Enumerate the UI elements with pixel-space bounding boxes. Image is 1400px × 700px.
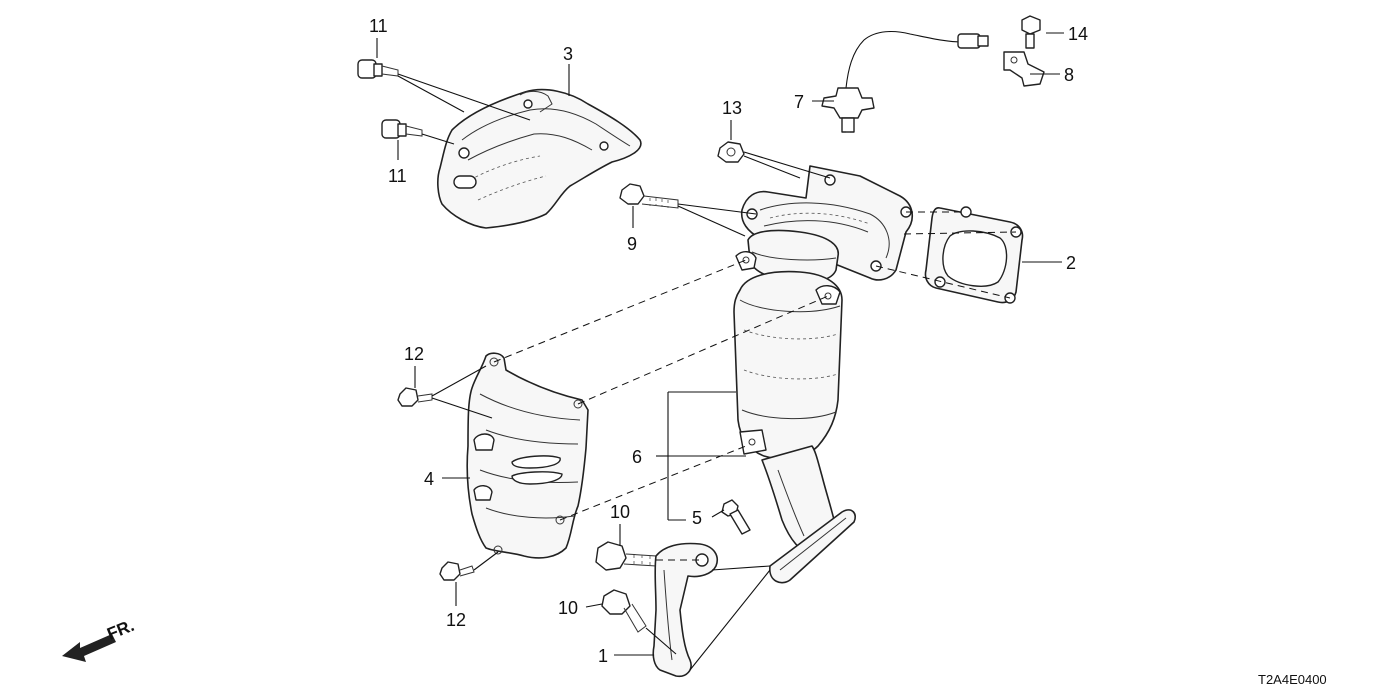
catalytic-converter-6[interactable] bbox=[733, 165, 913, 584]
bolt-14[interactable] bbox=[1021, 15, 1041, 49]
callout-13: 13 bbox=[722, 98, 742, 118]
callout-5: 5 bbox=[692, 508, 702, 528]
bolt-11-lower[interactable] bbox=[381, 119, 423, 139]
exhaust-gasket-2[interactable] bbox=[924, 206, 1024, 304]
upper-heat-shield[interactable] bbox=[437, 88, 642, 229]
callout-10-lower: 10 bbox=[558, 598, 578, 618]
bolt-12-lower[interactable] bbox=[439, 561, 475, 581]
callout-12-upper: 12 bbox=[404, 344, 424, 364]
oxygen-sensor-7[interactable] bbox=[821, 30, 989, 133]
bolt-12-upper[interactable] bbox=[397, 387, 433, 407]
diagram-code: T2A4E0400 bbox=[1258, 672, 1327, 687]
bolt-5[interactable] bbox=[721, 499, 751, 535]
callout-11-lower: 11 bbox=[388, 166, 407, 186]
nut-13[interactable] bbox=[717, 141, 745, 163]
callout-7: 7 bbox=[794, 92, 804, 112]
callout-labels: 11 11 3 13 7 14 8 9 2 12 4 6 5 10 10 12 … bbox=[369, 16, 1088, 666]
sensor-bracket-8[interactable] bbox=[1003, 51, 1045, 87]
converter-stay-1[interactable] bbox=[652, 542, 718, 678]
callout-1: 1 bbox=[598, 646, 608, 666]
callout-11-upper: 11 bbox=[369, 16, 388, 36]
lower-heat-shield-4[interactable] bbox=[466, 352, 589, 559]
callout-12-lower: 12 bbox=[446, 610, 466, 630]
callout-8: 8 bbox=[1064, 65, 1074, 85]
front-label: FR. bbox=[104, 616, 137, 644]
bolt-10-lower[interactable] bbox=[601, 589, 647, 633]
bolt-11-upper[interactable] bbox=[357, 59, 399, 79]
callout-10-upper: 10 bbox=[610, 502, 630, 522]
callout-9: 9 bbox=[627, 234, 637, 254]
callout-2: 2 bbox=[1066, 253, 1076, 273]
reference-lines bbox=[376, 32, 1064, 671]
front-direction-indicator: FR. bbox=[62, 616, 137, 662]
callout-14: 14 bbox=[1068, 24, 1088, 44]
callout-6: 6 bbox=[632, 447, 642, 467]
callout-3: 3 bbox=[563, 44, 573, 64]
stud-bolt-9[interactable] bbox=[619, 183, 679, 209]
callout-4: 4 bbox=[424, 469, 434, 489]
bolt-10-upper[interactable] bbox=[595, 541, 657, 571]
